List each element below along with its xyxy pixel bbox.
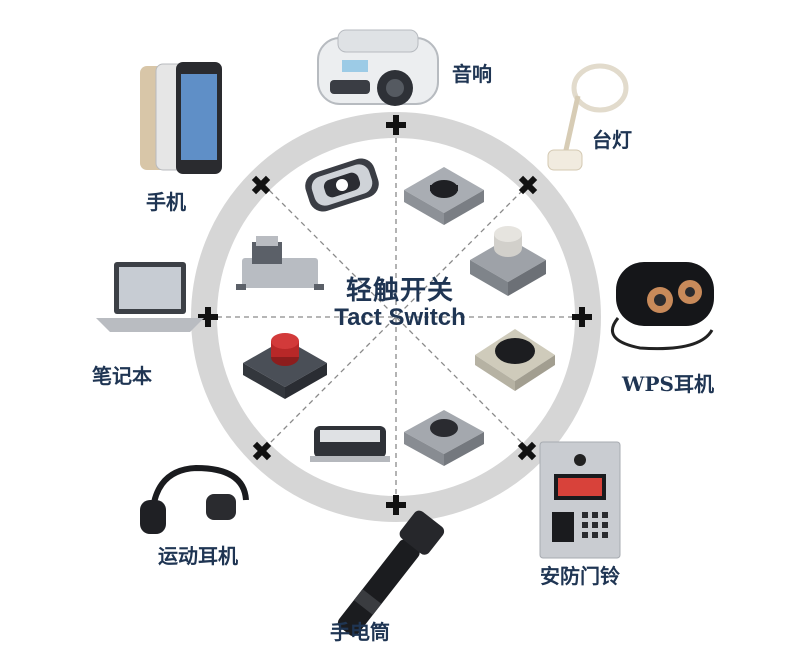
inner-disc — [218, 139, 574, 495]
square-black-cap-switch — [475, 329, 555, 391]
label-sport-headphones: 运动耳机 — [158, 544, 238, 568]
flashlight-icon — [337, 510, 445, 637]
label-doorbell: 安防门铃 — [540, 564, 620, 588]
side-switch-left — [236, 236, 324, 290]
smd-switch-bottom-right — [404, 410, 484, 466]
cross-marker-bottom-left — [252, 441, 272, 461]
center-title-en: Tact Switch — [334, 304, 466, 331]
desk-lamp-icon — [547, 63, 629, 171]
smd-switch-top-right — [404, 167, 484, 225]
smd-switch-top-left — [305, 158, 379, 212]
label-phone: 手机 — [146, 190, 186, 214]
label-flashlight: 手电筒 — [330, 620, 390, 644]
red-cap-switch — [243, 333, 327, 399]
earbuds-icon — [611, 262, 714, 351]
boombox-icon — [317, 29, 439, 106]
label-laptop: 笔记本 — [92, 364, 152, 388]
center-title-cn: 轻触开关 — [345, 276, 454, 306]
cross-marker-top-left — [251, 175, 271, 195]
plus-marker-right — [572, 307, 592, 327]
cross-marker-bottom-right — [517, 441, 537, 461]
laptop-icon — [96, 262, 204, 332]
door-intercom-icon — [539, 441, 621, 559]
label-lamp: 台灯 — [592, 128, 632, 152]
plus-marker-left — [198, 307, 218, 327]
cross-marker-top-right — [518, 175, 538, 195]
slim-side-switch — [310, 426, 390, 462]
bone-conduction-headphones-icon — [140, 464, 249, 534]
smd-switch-white-cap — [470, 226, 546, 296]
label-speaker: 音响 — [452, 62, 492, 86]
label-earbuds: WPS耳机 — [622, 372, 714, 396]
plus-marker-bottom — [386, 495, 406, 515]
smartphone-icon — [140, 62, 222, 174]
plus-marker-top — [386, 115, 406, 135]
ring-markers — [198, 115, 592, 515]
